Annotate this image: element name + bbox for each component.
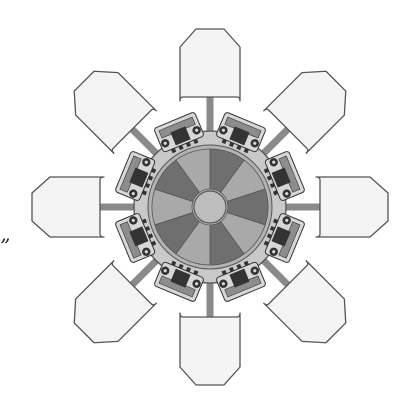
platen-pallet-icon [316,177,388,237]
platen-pallet-icon [180,313,240,385]
platen-pallet-icon [32,177,104,237]
platen-7 [32,177,104,237]
platen-3 [316,177,388,237]
hub-layer [134,131,286,283]
platen-5 [180,313,240,385]
platen-pallet-icon [180,29,240,101]
stray-quote-mark: ” [0,236,10,256]
platen-1 [180,29,240,101]
rotary-hub-icon [194,191,226,223]
